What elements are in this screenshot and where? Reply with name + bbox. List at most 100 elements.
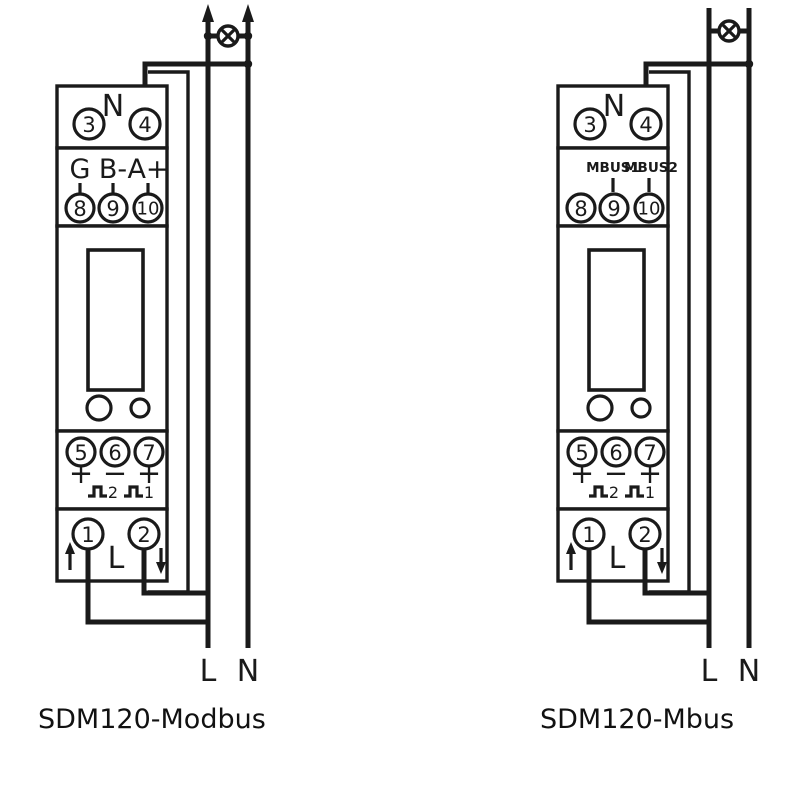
load-symbol-left — [202, 4, 254, 648]
line-terminal-block-right: 1 2 L — [556, 507, 670, 583]
bottom-wiring-right: L N — [586, 549, 760, 689]
terminal-2-label-left: 2 — [137, 523, 150, 547]
terminal-4-label-right: 4 — [639, 113, 652, 137]
button-right-left[interactable] — [129, 397, 151, 419]
caption-sdm120-modbus: SDM120-Modbus — [38, 704, 266, 735]
comm-label-a-left: A+ — [127, 154, 168, 185]
load-cross-right — [721, 23, 737, 39]
terminal-10-label-left: 10 — [137, 199, 160, 220]
terminal-3-right[interactable] — [573, 107, 607, 141]
terminal-5-label-left: 5 — [74, 441, 87, 465]
pulse-index-1-left: 1 — [144, 483, 154, 502]
rail-label-l-left: L — [200, 654, 217, 689]
wire-terminal2-to-load-left — [141, 549, 208, 596]
wire-terminal2-to-load-right — [642, 549, 709, 596]
communication-terminal-block-left: G B- A+ 8 9 10 — [55, 146, 169, 228]
caption-sdm120-mbus: SDM120-Mbus — [540, 704, 735, 735]
neutral-terminal-block-left: N 3 4 — [55, 84, 169, 150]
terminal-9-label-left: 9 — [106, 197, 119, 221]
terminal-6-label-right: 6 — [609, 441, 622, 465]
button-left-left[interactable] — [85, 394, 113, 422]
arrow-up-neutral-left — [242, 4, 254, 22]
arrow-head-in-right — [566, 542, 576, 554]
terminal-8-label-left: 8 — [73, 197, 86, 221]
terminal-9-right[interactable] — [598, 192, 630, 224]
comm-label-g-left: G — [70, 154, 91, 185]
pulse-output-terminal-block-right: 5 6 7 + − + 2 1 — [556, 429, 670, 511]
lcd-screen-left — [86, 248, 145, 392]
pulse-sign-7-left: + — [137, 456, 161, 490]
rail-label-n-right: N — [738, 654, 760, 689]
terminal-3-label-left: 3 — [82, 113, 95, 137]
terminal-8-left[interactable] — [64, 192, 96, 224]
terminal-6-label-left: 6 — [108, 441, 121, 465]
terminal-5-right[interactable] — [566, 436, 598, 468]
terminal-7-left[interactable] — [133, 436, 165, 468]
arrow-head-in-left — [65, 542, 75, 554]
lcd-display-section-left — [55, 224, 169, 433]
terminal-1-label-left: 1 — [81, 523, 94, 547]
bottom-wiring-left: L N — [85, 549, 259, 689]
terminal-7-right[interactable] — [634, 436, 666, 468]
terminal-8-right[interactable] — [565, 192, 597, 224]
pulse-sign-5-right: + — [570, 456, 594, 490]
pulse-output-terminal-block-left: 5 6 7 + − + 2 1 — [55, 429, 169, 511]
terminal-5-left[interactable] — [65, 436, 97, 468]
arrow-head-out-left — [156, 562, 166, 574]
lcd-display-section-right — [556, 224, 670, 433]
terminal-9-label-right: 9 — [607, 197, 620, 221]
pulse-waveform-1-left — [124, 485, 143, 498]
phase-label-n-right: N — [603, 89, 625, 124]
pulse-index-1-right: 1 — [645, 483, 655, 502]
terminal-6-left[interactable] — [99, 436, 131, 468]
line-terminal-block-left: 1 2 L — [55, 507, 169, 583]
phase-label-l-left: L — [108, 541, 125, 576]
comm-label-mbus1-right: MBUS1 — [586, 160, 640, 176]
terminal-4-label-left: 4 — [138, 113, 151, 137]
terminal-10-label-right: 10 — [638, 199, 661, 220]
junction-dot-neutral-left — [243, 59, 253, 69]
pulse-sign-6-right: − — [604, 456, 628, 490]
terminal-3-left[interactable] — [72, 107, 106, 141]
pulse-sign-7-right: + — [638, 456, 662, 490]
comm-label-mbus2-right: MBUS2 — [624, 160, 678, 176]
terminal-4-left[interactable] — [128, 107, 162, 141]
pulse-sign-5-left: + — [69, 456, 93, 490]
terminal-10-left[interactable] — [132, 192, 164, 224]
terminal-8-label-right: 8 — [574, 197, 587, 221]
pulse-waveform-1-right — [625, 485, 644, 498]
load-symbol-right — [706, 8, 752, 648]
pulse-index-2-right: 2 — [609, 483, 619, 502]
arrow-up-line-left — [202, 4, 214, 22]
rail-label-n-left: N — [237, 654, 259, 689]
phase-label-n-left: N — [102, 89, 124, 124]
button-left-right[interactable] — [586, 394, 614, 422]
terminal-7-label-left: 7 — [142, 441, 155, 465]
comm-label-b-left: B- — [99, 154, 127, 185]
junction-dot-left-1 — [203, 31, 213, 41]
terminal-7-label-right: 7 — [643, 441, 656, 465]
terminal-5-label-right: 5 — [575, 441, 588, 465]
terminal-6-right[interactable] — [600, 436, 632, 468]
junction-dot-left-2 — [243, 31, 253, 41]
arrow-head-out-right — [657, 562, 667, 574]
terminal-9-left[interactable] — [97, 192, 129, 224]
neutral-terminal-block-right: N 3 4 — [556, 84, 670, 150]
phase-label-l-right: L — [609, 541, 626, 576]
load-cross-left — [220, 28, 236, 44]
terminal-10-right[interactable] — [633, 192, 665, 224]
lcd-screen-right — [587, 248, 646, 392]
pulse-waveform-2-right — [589, 485, 608, 498]
communication-terminal-block-right: MBUS1 MBUS2 8 9 10 — [556, 146, 678, 228]
rail-label-l-right: L — [701, 654, 718, 689]
pulse-sign-6-left: − — [103, 456, 127, 490]
terminal-3-label-right: 3 — [583, 113, 596, 137]
button-right-right[interactable] — [630, 397, 652, 419]
wire-terminal1-to-supply-right — [586, 549, 712, 648]
pulse-index-2-left: 2 — [108, 483, 118, 502]
terminal-4-right[interactable] — [629, 107, 663, 141]
junction-dot-neutral-right — [744, 59, 754, 69]
